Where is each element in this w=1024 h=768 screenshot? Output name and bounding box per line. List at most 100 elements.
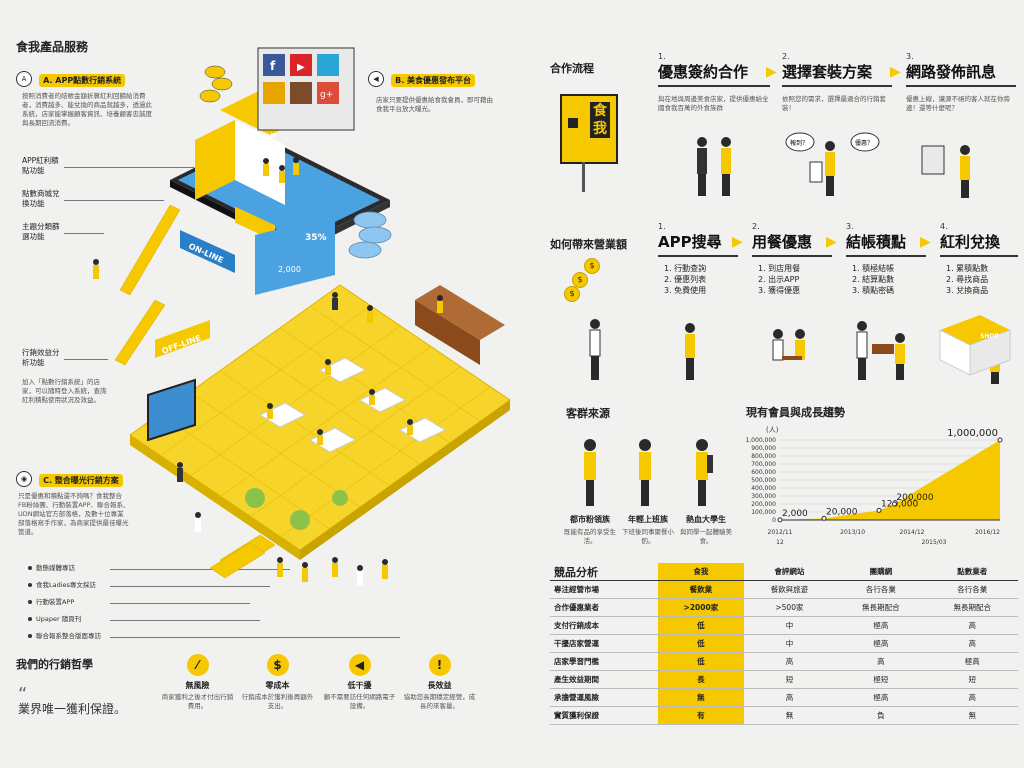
sign-pole <box>582 162 585 192</box>
a-icon: A <box>16 70 32 87</box>
table-cell: 高 <box>926 616 1018 635</box>
customer-group-3: 熱血大學生 與同學一起體驗美食。 <box>680 515 732 545</box>
y-tick-label: 400,000 <box>751 485 776 492</box>
process-title: 合作流程 <box>550 62 594 75</box>
feature-mall: 點數商城兌換功能 <box>22 189 60 208</box>
chart-title: 現有會員與成長趨勢 <box>746 406 845 419</box>
speech-bubble-2: 優惠？ <box>855 139 873 147</box>
speech-bubble-1: 報到？ <box>790 140 808 147</box>
customer-group-1: 都市粉領族 既能有品的享受生活。 <box>564 515 616 545</box>
table-cell: 高 <box>926 688 1018 707</box>
y-tick-label: 0 <box>772 517 776 524</box>
megaphone-icon: ◀ <box>368 70 384 87</box>
logo-icon <box>568 118 578 128</box>
table-row: 實質獲利保證有無負無 <box>550 706 1018 725</box>
table-row: 專注經營市場餐飲業餐飲與旅遊各行各業各行各業 <box>550 580 1018 599</box>
table-cell: 低 <box>658 634 744 653</box>
arrow-right-icon: ▶ <box>732 234 743 250</box>
row-header: 實質獲利保證 <box>550 706 658 725</box>
camera-social-icon <box>290 82 312 104</box>
product-a-label: A. APP點數行銷系統 <box>39 74 126 87</box>
table-cell: 無 <box>926 706 1018 725</box>
twitter-icon <box>317 54 339 76</box>
data-point <box>821 515 827 521</box>
table-row: 產生效益期間長短極短短 <box>550 670 1018 689</box>
table-row: 承擔營運風險無高極高高 <box>550 688 1018 707</box>
product-b-header: ◀ B. 美食優惠發布平台 <box>368 68 476 87</box>
y-tick-label: 500,000 <box>751 477 776 484</box>
process-step-3: 3. 網路發佈訊息 優惠上線，讓源不絕的客人就在你旁邊！還等什麼呢？ <box>906 52 1016 113</box>
x-tick-label: 2014/12 <box>900 529 925 536</box>
long-benefit-icon: ! <box>428 654 451 676</box>
leader-line <box>64 359 108 360</box>
x-tick-label: 2016/12 <box>975 529 1000 536</box>
y-tick-label: 1,000,000 <box>745 437 776 444</box>
table-cell: 極高 <box>926 652 1018 671</box>
philosophy-quote: 業界唯一獲利保證。 <box>18 702 127 716</box>
arrow-right-icon: ▶ <box>890 64 901 80</box>
c-item: 聯合報系整合版面專訪 <box>28 628 101 645</box>
arrow-right-icon: ▶ <box>826 234 837 250</box>
row-header: 專注經營市場 <box>550 580 658 599</box>
table-cell: 極短 <box>835 670 927 689</box>
customers-title: 客群來源 <box>566 407 610 420</box>
product-b-label: B. 美食優惠發布平台 <box>391 74 476 87</box>
x-tick-label: 2015/03 <box>922 539 947 546</box>
table-cell: 低 <box>658 616 744 635</box>
phil-item-no-risk: ⁄ 無風險 商家獲利之後才付出行銷費用。 <box>160 654 235 711</box>
phil-item-low-disturb: ◀ 低干擾 顧不需要訪任何網路電子設備。 <box>322 654 397 711</box>
quote-mark: “ <box>18 684 28 705</box>
c-item: 行動裝置APP <box>28 594 101 611</box>
table-cell: 有 <box>658 706 744 725</box>
table-cell: 極高 <box>835 634 927 653</box>
leader-line <box>110 603 250 604</box>
data-label: 120,000 <box>881 499 918 509</box>
no-risk-icon: ⁄ <box>186 654 209 676</box>
products-title: 食我產品服務 <box>16 40 89 54</box>
y-axis-unit: (人) <box>766 426 779 434</box>
table-row: 合作優惠業者>2000家>500家無長期配合無長期配合 <box>550 598 1018 617</box>
table-cell: 高 <box>743 688 836 707</box>
customer-group-2: 年輕上班族 下班後同事聚餐小酌。 <box>622 515 674 545</box>
table-cell: 低 <box>658 652 744 671</box>
product-c-desc: 只是優惠和積點還不夠嗎？食我整合FB粉絲團、行動裝置APP、聯合報系、UDN網站… <box>18 492 130 536</box>
table-cell: >500家 <box>743 598 836 617</box>
table-cell: 極高 <box>835 688 927 707</box>
table-cell: 無 <box>658 688 744 707</box>
data-label: 200,000 <box>896 493 933 503</box>
table-cell: 無長期配合 <box>926 598 1018 617</box>
row-header: 支付行銷成本 <box>550 616 658 635</box>
facebook-icon: f <box>270 59 276 73</box>
table-cell: 短 <box>926 670 1018 689</box>
philosophy-title: 我們的行銷哲學 <box>16 658 93 671</box>
leader-line <box>110 586 270 587</box>
comparison-title: 競品分析 <box>550 563 658 581</box>
data-label: 2,000 <box>782 509 808 519</box>
table-cell: 無長期配合 <box>835 598 927 617</box>
video-icon: ▶ <box>297 62 305 73</box>
data-point <box>777 517 783 523</box>
process-illustrations: 報到？ 優惠？ <box>697 132 970 198</box>
product-c-header: ◉ C. 整合曝光行銷方案 <box>16 468 123 487</box>
low-disturb-icon: ◀ <box>348 654 371 676</box>
table-cell: 各行各業 <box>926 580 1018 599</box>
row-header: 承擔營運風險 <box>550 688 658 707</box>
table-cell: 中 <box>743 634 836 653</box>
feature-filter: 主題分類篩選功能 <box>22 222 60 241</box>
revenue-title: 如何帶來營業額 <box>550 238 627 251</box>
table-row: 店家學習門檻低高高極高 <box>550 652 1018 671</box>
table-cell: 各行各業 <box>835 580 927 599</box>
y-tick-label: 700,000 <box>751 461 776 468</box>
phil-item-long-benefit: ! 長效益 協助您長期穩定經營，成長的來客量。 <box>402 654 477 711</box>
table-row: 支付行銷成本低中極高高 <box>550 616 1018 635</box>
product-b-desc: 店家只要提供優惠給食我會員，即可藉由食我平台放大曝光。 <box>376 96 493 113</box>
table-cell: 短 <box>743 670 836 689</box>
leader-line <box>110 569 290 570</box>
sign-text: 食我 <box>590 102 610 138</box>
x-tick-label: 2012/11 <box>768 529 793 536</box>
leader-line <box>64 233 104 234</box>
leader-line <box>64 200 164 201</box>
